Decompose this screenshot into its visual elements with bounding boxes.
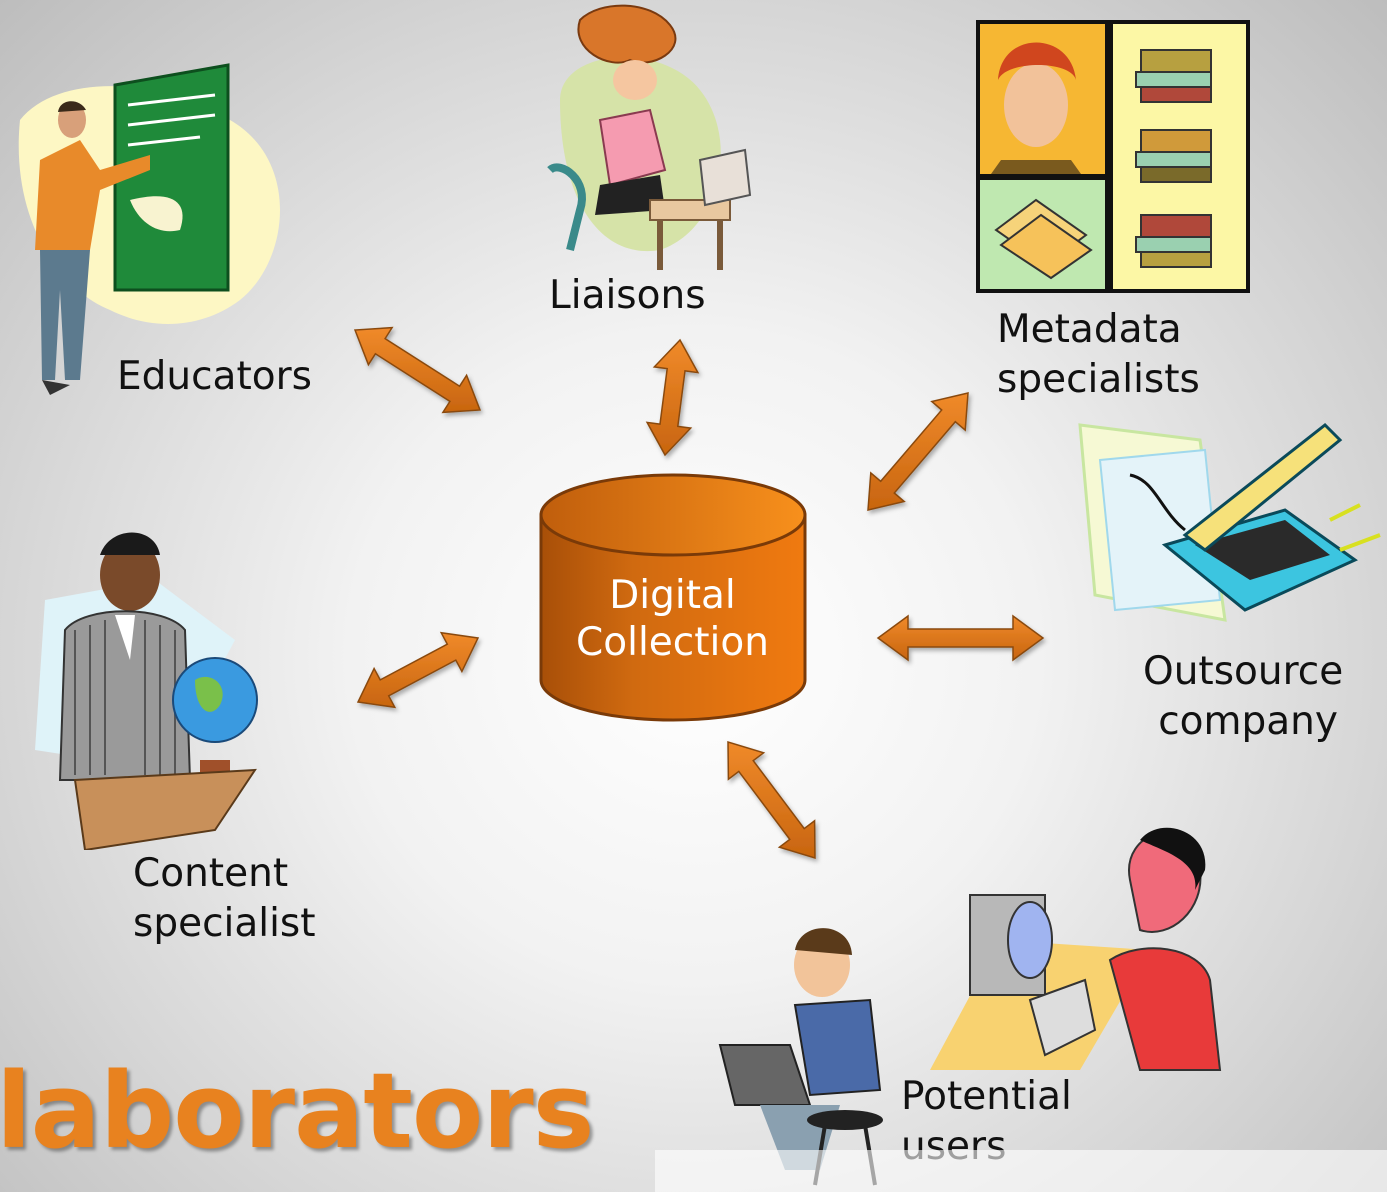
slide-title: laborators — [0, 1050, 595, 1172]
arrow-metadata — [867, 392, 969, 511]
metadata-specialists-label: Metadata specialists — [997, 305, 1200, 405]
potential-users-label: Potential users — [901, 1072, 1072, 1172]
content-line1: Content — [133, 851, 289, 896]
metadata-line1: Metadata — [997, 307, 1182, 352]
content-specialist-label: Content specialist — [133, 849, 316, 949]
digital-collection-label: Digital Collection — [540, 572, 805, 666]
footer-bar — [655, 1150, 1387, 1192]
metadata-specialists-clipart — [976, 20, 1250, 293]
liaison-clipart — [547, 4, 752, 270]
outsource-company-label: Outsource company — [1143, 647, 1343, 747]
arrow-outsource — [876, 614, 1045, 662]
content-specialist-clipart — [35, 532, 258, 850]
outsource-line1: Outsource — [1143, 649, 1344, 694]
outsource-line2: company — [1158, 699, 1338, 744]
arrow-educators — [353, 326, 482, 414]
educator-clipart — [18, 63, 281, 395]
center-line2: Collection — [576, 620, 769, 665]
center-line1: Digital — [609, 573, 736, 618]
metadata-line2: specialists — [997, 357, 1200, 402]
users-line1: Potential — [901, 1074, 1072, 1119]
arrow-content — [356, 631, 480, 709]
liaisons-label: Liaisons — [549, 273, 706, 318]
potential-users-clipart — [718, 827, 1222, 1186]
arrow-liaisons — [645, 338, 700, 457]
outsource-company-clipart — [1078, 422, 1381, 622]
content-line2: specialist — [133, 901, 316, 946]
educators-label: Educators — [117, 354, 312, 399]
arrow-users — [727, 740, 816, 860]
